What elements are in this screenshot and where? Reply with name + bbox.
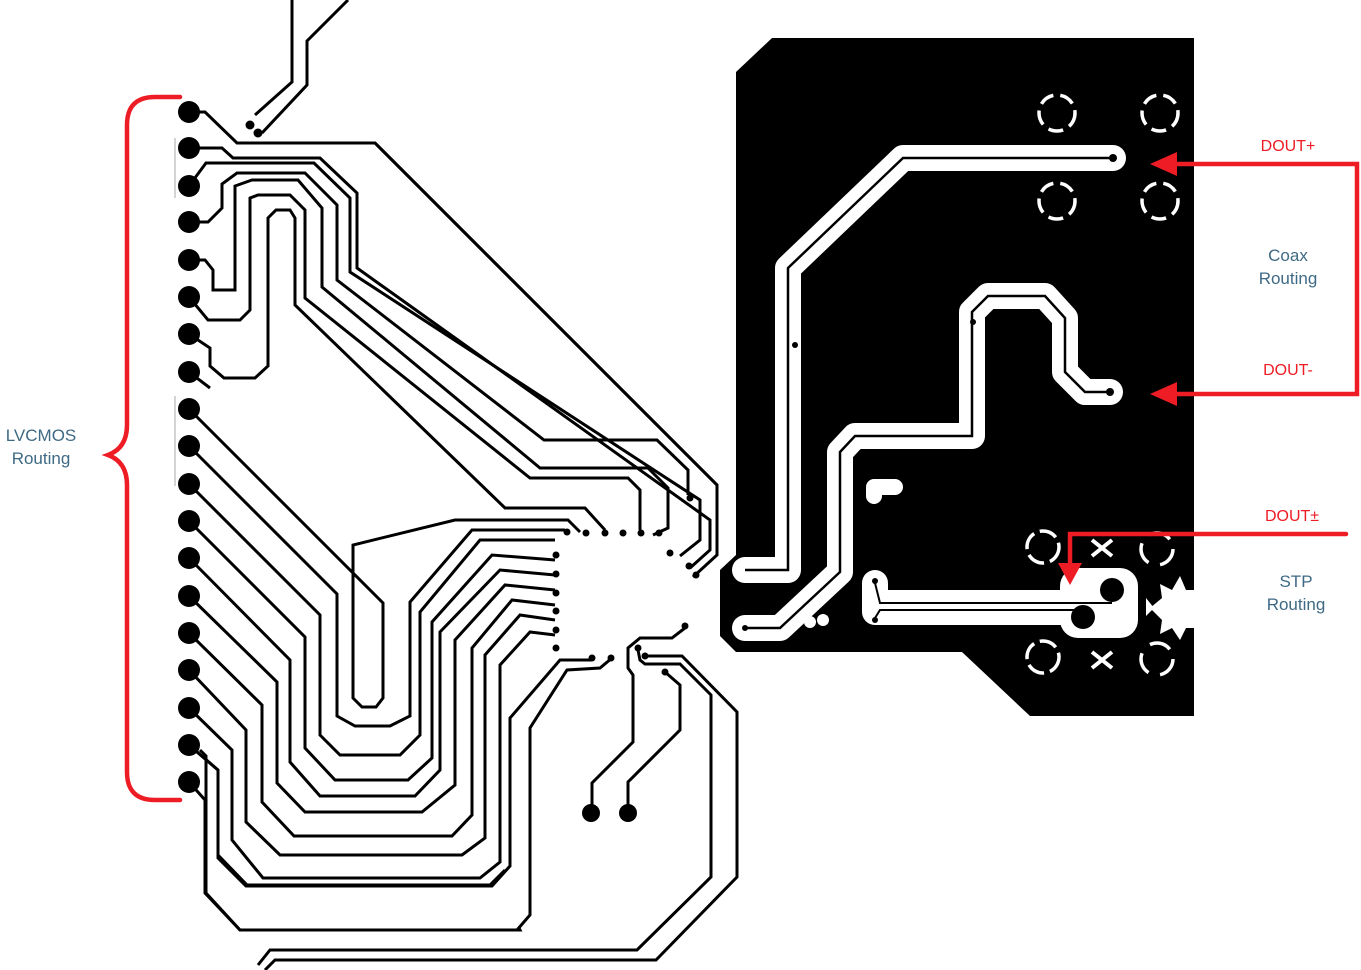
stp-arrow: [1058, 531, 1349, 585]
lvcmos-routing-label: LVCMOS Routing: [5, 426, 77, 468]
stp-pad-region: [862, 568, 1138, 638]
coax-dout-plus-trace: [732, 145, 1126, 583]
coax-routing-label: Coax Routing: [1258, 246, 1318, 288]
stp-routing-label: STP Routing: [1266, 572, 1326, 614]
lvcmos-brace: [101, 94, 183, 803]
lvcmos-traces: [187, 0, 739, 970]
dout-minus-label: DOUT-: [1263, 362, 1313, 379]
stp-ground-vias: [1025, 529, 1194, 677]
coax-dout-minus-trace: [732, 283, 1123, 641]
coax-arrows: [1150, 152, 1360, 406]
dout-plus-label: DOUT+: [1260, 138, 1316, 155]
via-dot: [804, 616, 816, 628]
l-shaped-pad: [866, 479, 903, 504]
via-dot: [817, 614, 829, 626]
coax-ground-vias: [1037, 93, 1180, 221]
via-dots: [552, 494, 700, 822]
dout-plus-minus-label: DOUT±: [1264, 508, 1320, 525]
lvcmos-pads: [174, 101, 200, 793]
